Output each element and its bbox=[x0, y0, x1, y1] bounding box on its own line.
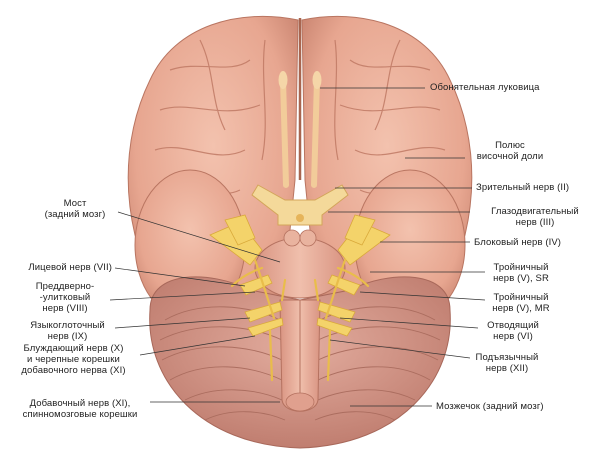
olfactory-tracts bbox=[278, 71, 322, 188]
optic-chiasm bbox=[251, 184, 349, 226]
pituitary-stalk bbox=[296, 214, 304, 222]
leader-lines bbox=[109, 87, 486, 407]
label-vagus-line3: добавочного нерва (XI) bbox=[21, 365, 126, 376]
label-abducens-line1: Отводящий bbox=[487, 320, 539, 331]
label-hypoglossal: Подъязычный нерв (XII) bbox=[472, 352, 542, 374]
label-optic-nerve: Зрительный нерв (II) bbox=[476, 182, 570, 193]
label-hypoglossal-line1: Подъязычный bbox=[475, 352, 539, 363]
label-pons-line1: Мост bbox=[63, 198, 87, 209]
label-pons-line2: (задний мозг) bbox=[44, 209, 106, 220]
label-vestibulo-line1: Преддверно- bbox=[35, 281, 95, 292]
label-cerebellum: Мозжечок (задний мозг) bbox=[436, 401, 544, 412]
label-vestibulo-line2: -улитковый bbox=[39, 292, 91, 303]
spinal-cord bbox=[285, 392, 315, 412]
label-abducens: Отводящий нерв (VI) bbox=[482, 320, 544, 342]
label-olfactory-bulb: Обонятельная луковица bbox=[430, 82, 540, 93]
cranial-nerves bbox=[209, 214, 391, 337]
label-hypoglossal-line2: нерв (XII) bbox=[485, 363, 529, 374]
label-trigeminal-mr: Тройничный нерв (V), MR bbox=[486, 292, 556, 314]
label-trigeminal-mr-line2: нерв (V), MR bbox=[492, 303, 550, 314]
label-accessory-line2: спинномозговые корешки bbox=[22, 409, 138, 420]
pons bbox=[254, 237, 346, 299]
label-temporal-pole-line2: височной доли bbox=[476, 151, 544, 162]
label-vagus-line2: и черепные корешки bbox=[27, 354, 120, 365]
label-trigeminal-sr-line2: нерв (V), SR bbox=[493, 273, 549, 284]
mammillary-body-left bbox=[283, 229, 301, 247]
label-abducens-line2: нерв (VI) bbox=[493, 331, 533, 342]
label-accessory: Добавочный нерв (XI), спинномозговые кор… bbox=[10, 398, 150, 420]
label-trigeminal-sr-line1: Тройничный bbox=[493, 262, 549, 273]
label-temporal-pole: Полюс височной доли bbox=[470, 140, 550, 162]
label-vestibulocochlear: Преддверно- -улитковый нерв (VIII) bbox=[20, 281, 110, 314]
label-oculomotor-line2: нерв (III) bbox=[515, 217, 555, 228]
label-vestibulo-line3: нерв (VIII) bbox=[42, 303, 88, 314]
label-glossopharyngeal: Языкоглоточный нерв (IX) bbox=[20, 320, 115, 342]
label-vagus-line1: Блуждающий нерв (X) bbox=[23, 343, 124, 354]
label-pons: Мост (задний мозг) bbox=[30, 198, 120, 220]
label-temporal-pole-line1: Полюс bbox=[495, 140, 525, 151]
label-glosso-line1: Языкоглоточный bbox=[30, 320, 105, 331]
mammillary-body-right bbox=[299, 229, 317, 247]
label-facial: Лицевой нерв (VII) bbox=[28, 262, 112, 273]
label-oculomotor-line1: Глазодвигательный bbox=[491, 206, 579, 217]
label-oculomotor: Глазодвигательный нерв (III) bbox=[480, 206, 590, 228]
label-accessory-line1: Добавочный нерв (XI), bbox=[29, 398, 131, 409]
label-trigeminal-mr-line1: Тройничный bbox=[493, 292, 549, 303]
label-trochlear: Блоковый нерв (IV) bbox=[474, 237, 562, 248]
label-glosso-line2: нерв (IX) bbox=[47, 331, 88, 342]
label-vagus: Блуждающий нерв (X) и черепные корешки д… bbox=[6, 343, 141, 376]
gyri bbox=[139, 39, 461, 239]
label-trigeminal-sr: Тройничный нерв (V), SR bbox=[486, 262, 556, 284]
